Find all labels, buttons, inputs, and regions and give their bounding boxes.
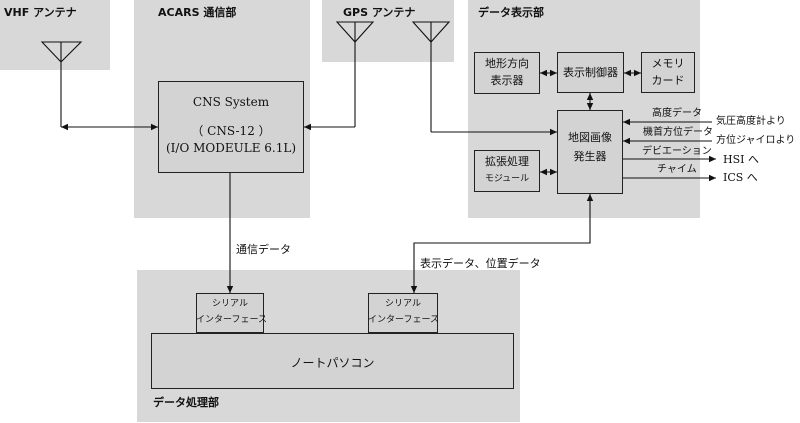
cns-system-box — [158, 81, 304, 173]
data-display-section-label: データ表示部 — [478, 6, 544, 19]
acars-section-label: ACARS 通信部 — [158, 6, 237, 19]
notebook-pc-box — [151, 333, 514, 389]
cns-line3: (I/O MODEULE 6.1L) — [165, 141, 296, 155]
gyro-label: 方位ジャイロより — [716, 135, 796, 146]
map-generator-line1: 地図画像 — [568, 131, 612, 144]
display-controller-label: 表示制御器 — [563, 66, 618, 79]
display-controller-box — [557, 52, 624, 93]
to-hsi-label: HSI へ — [723, 153, 759, 166]
gps-antenna-label: GPS アンテナ — [343, 6, 416, 19]
terrain-indicator-line2: 表示器 — [490, 74, 524, 87]
serial-interface-right-box — [368, 293, 438, 333]
serial-interface-left-box — [196, 293, 264, 333]
cns-line2: （ CNS-12 ） — [191, 124, 271, 138]
map-generator-line2: 発生器 — [573, 150, 607, 163]
serial-left-line1: シリアル — [212, 299, 248, 309]
altitude-data-label: 高度データ — [652, 108, 702, 119]
notebook-pc-label: ノートパソコン — [290, 356, 375, 370]
expansion-module-line2: モジュール — [484, 174, 530, 184]
map-generator-box — [557, 110, 623, 194]
to-ics-label: ICS へ — [723, 171, 758, 184]
deviation-label: デビエーション — [642, 146, 712, 157]
gps-region — [322, 0, 454, 62]
cns-line1: CNS System — [192, 95, 270, 109]
memory-card-line1: メモリ — [651, 57, 685, 70]
vhf-antenna-label: VHF アンテナ — [4, 6, 77, 19]
terrain-indicator-box — [474, 52, 540, 94]
display-position-data-label: 表示データ、位置データ — [420, 257, 541, 270]
barometric-altimeter-label: 気圧高度計より — [716, 116, 786, 127]
data-processing-section-label: データ処理部 — [153, 396, 219, 409]
serial-right-line2: インターフェース — [368, 315, 440, 325]
expansion-module-line1: 拡張処理 — [485, 155, 529, 168]
vhf-region — [0, 0, 110, 70]
chime-label: チャイム — [657, 164, 697, 175]
terrain-indicator-line1: 地形方向 — [485, 57, 529, 70]
expansion-module-box — [474, 150, 540, 192]
serial-right-line1: シリアル — [385, 299, 421, 309]
memory-card-box — [641, 52, 695, 93]
memory-card-line2: カード — [651, 74, 685, 87]
heading-data-label: 機首方位データ — [643, 127, 713, 138]
serial-left-line2: インターフェース — [196, 315, 268, 325]
comm-data-label: 通信データ — [236, 243, 291, 256]
